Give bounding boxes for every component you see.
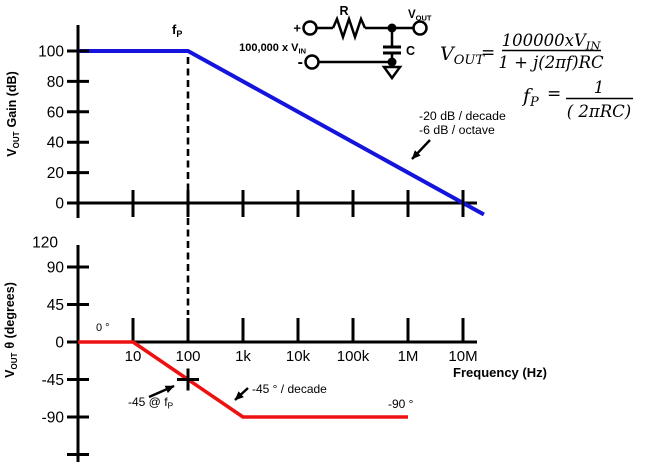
eq1-numerator: 100000xVIN [502, 31, 602, 53]
y-tick-label: 0 [55, 335, 64, 352]
eq1-equals: = [481, 43, 495, 63]
y-tick-label: 20 [47, 165, 65, 182]
gain-y-axis-title-group: VOUTGain (dB) [5, 71, 21, 156]
vout-terminal [412, 20, 428, 36]
plus-label: + [293, 21, 301, 36]
circuit-inset: + - R C VOUT 100,000 x VIN [239, 4, 432, 81]
resistor-symbol [331, 15, 367, 41]
gain-y-axis-title: VOUTGain (dB) [5, 71, 21, 156]
ground-symbol [381, 65, 403, 81]
y-tick-label: -45 [42, 372, 64, 389]
phase-slope-note: -45 ° / decade [252, 382, 327, 396]
x-tick-label: 100 [175, 348, 200, 365]
y-tick-label: 90 [47, 260, 65, 277]
y-tick-label: 100 [38, 44, 64, 61]
x-tick-label: 10M [448, 348, 477, 365]
minus-label: - [298, 54, 303, 71]
slope-note-arrow [411, 139, 431, 160]
eq2-numerator: 1 [594, 78, 605, 97]
transfer-function-equation: VOUT = 100000xVIN 1 + j(2πf)RC [440, 31, 604, 72]
input-plus-terminal [302, 20, 318, 36]
bottom-node-dot [387, 57, 397, 67]
frequency-axis-title: Frequency (Hz) [453, 365, 547, 380]
y-tick-label: -90 [42, 409, 65, 426]
pole-frequency-equation: fP = 1 ( 2πRC) [521, 78, 633, 121]
y-tick-label: 0 [55, 196, 64, 213]
gain-plot-generated: 100 80 60 40 20 0 [38, 44, 485, 315]
x-tick-label: 100k [337, 348, 370, 365]
eq2-denominator: ( 2πRC) [567, 102, 632, 121]
y-tick-label: 120 [32, 235, 58, 252]
x-tick-label: 1M [398, 348, 419, 365]
eq1-lhs: VOUT [440, 43, 485, 68]
gain-curve [78, 49, 485, 217]
eq1-denominator: 1 + j(2πf)RC [498, 53, 604, 72]
minus45-at-fp-note: -45 @ fP [128, 395, 174, 411]
y-tick-label: 60 [47, 104, 65, 121]
minus90-note: -90 ° [388, 397, 414, 411]
capacitor-label: C [406, 44, 415, 58]
x-tick-label: 1k [235, 348, 251, 365]
x-tick-label: 10 [125, 348, 142, 365]
y-tick-label: 40 [47, 135, 65, 152]
y-tick-label: 45 [47, 297, 64, 314]
phase-slope-arrow [234, 387, 249, 401]
x-tick-label: 10k [286, 348, 311, 365]
zero-degree-note: 0 ° [96, 322, 110, 334]
phase-plot-generated: 10 100 1k 10k 100k 1M 10M 90 45 0 -45 -90 120 [32, 235, 478, 456]
eq2-lhs: fP [521, 85, 539, 110]
minus45-note-arrow [148, 384, 175, 399]
resistor-label: R [339, 4, 348, 18]
slope-note-line2: -6 dB / octave [419, 123, 495, 137]
eq2-equals: = [547, 84, 561, 104]
phase-y-axis-title-group: VOUTθ (degrees) [3, 282, 19, 378]
source-label: 100,000 x VIN [239, 42, 306, 56]
phase-y-axis-title: VOUTθ (degrees) [3, 282, 19, 378]
slope-note-line1: -20 dB / decade [419, 109, 506, 123]
pole-frequency-label: fP [172, 22, 182, 39]
vout-label: VOUT [408, 9, 432, 23]
input-minus-terminal [304, 54, 320, 70]
y-tick-label: 80 [47, 74, 65, 91]
